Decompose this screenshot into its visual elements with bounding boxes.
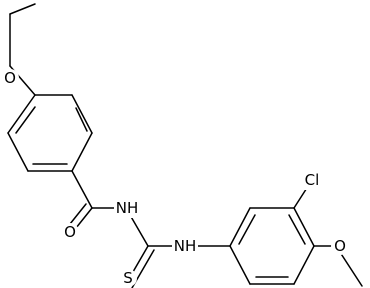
atom-label-amine-nh: NH — [174, 237, 197, 255]
atom-label-carbonyl-o: O — [64, 223, 76, 241]
atom-chlorine: Cl — [300, 170, 324, 190]
atom-thione-sulfur: S — [119, 269, 137, 287]
atom-label-methoxy-o: O — [334, 237, 346, 255]
atom-ether-oxygen: O — [1, 69, 19, 87]
atom-label-ether-o: O — [4, 69, 16, 87]
bond-ring1-c — [71, 132, 93, 172]
atom-carbonyl-oxygen: O — [61, 223, 79, 241]
bond-ring2-double-2 — [288, 214, 306, 245]
bond-carbonyl-double-a — [75, 207, 93, 229]
bond-ring1-double-3 — [15, 106, 36, 134]
atom-amine-nitrogen: NH — [172, 236, 198, 256]
bond-ring2-c — [293, 207, 315, 247]
atom-amide-nitrogen: NH — [114, 198, 140, 218]
bond-carbonyl-double-b — [69, 203, 87, 225]
atom-label-thione-s: S — [123, 269, 133, 287]
bond-ring1-f — [7, 94, 36, 134]
atom-label-chloro: Cl — [305, 171, 320, 189]
atom-label-amide-nh: NH — [116, 199, 139, 217]
bond-ring2-f — [229, 245, 251, 285]
bond-ring2-d — [293, 245, 315, 285]
bond-ring1-b — [71, 94, 93, 134]
bond-ethyl-ch3 — [9, 3, 36, 15]
bond-ring1-e — [7, 132, 29, 172]
bond-ring2-double-1 — [238, 214, 256, 245]
atom-methoxy-oxygen: O — [331, 237, 349, 255]
bond-ring1-double-1 — [75, 107, 88, 132]
bond-ring1-carbonyl — [71, 170, 93, 209]
bond-ring2-a — [229, 207, 251, 247]
benzene-ring-lower — [229, 207, 315, 285]
benzene-ring-upper — [7, 94, 93, 172]
